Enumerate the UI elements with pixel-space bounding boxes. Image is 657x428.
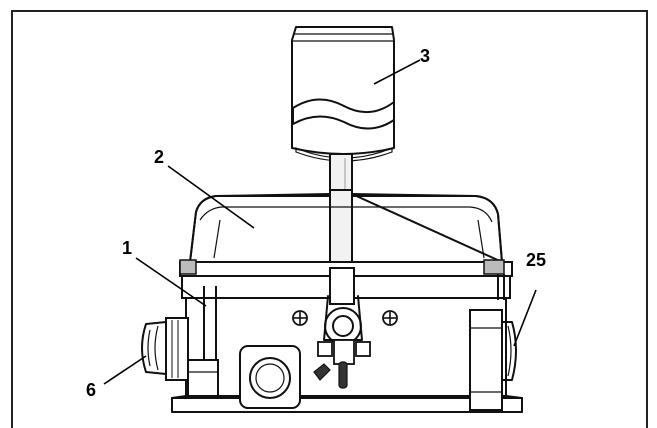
- callout-1: 1: [122, 238, 132, 258]
- leader-25: [513, 289, 537, 347]
- leader-6: [103, 355, 147, 385]
- callout-6: 6: [86, 380, 96, 400]
- cable-gland-left: [141, 317, 189, 381]
- leader-1: [135, 257, 207, 307]
- right-side-module: [469, 274, 517, 411]
- callout-25: 25: [526, 250, 546, 270]
- callout-2: 2: [154, 147, 164, 167]
- housing-cover: [179, 189, 513, 299]
- leader-2: [167, 165, 255, 229]
- drawing-frame: [11, 10, 648, 428]
- cover-screw-left: [292, 310, 308, 326]
- leader-3: [373, 59, 421, 85]
- rotary-head: [291, 26, 395, 162]
- leader-lines: [103, 59, 537, 385]
- callout-3: 3: [420, 46, 430, 66]
- shaft-clamp: [313, 267, 371, 389]
- cover-screw-right: [382, 310, 398, 326]
